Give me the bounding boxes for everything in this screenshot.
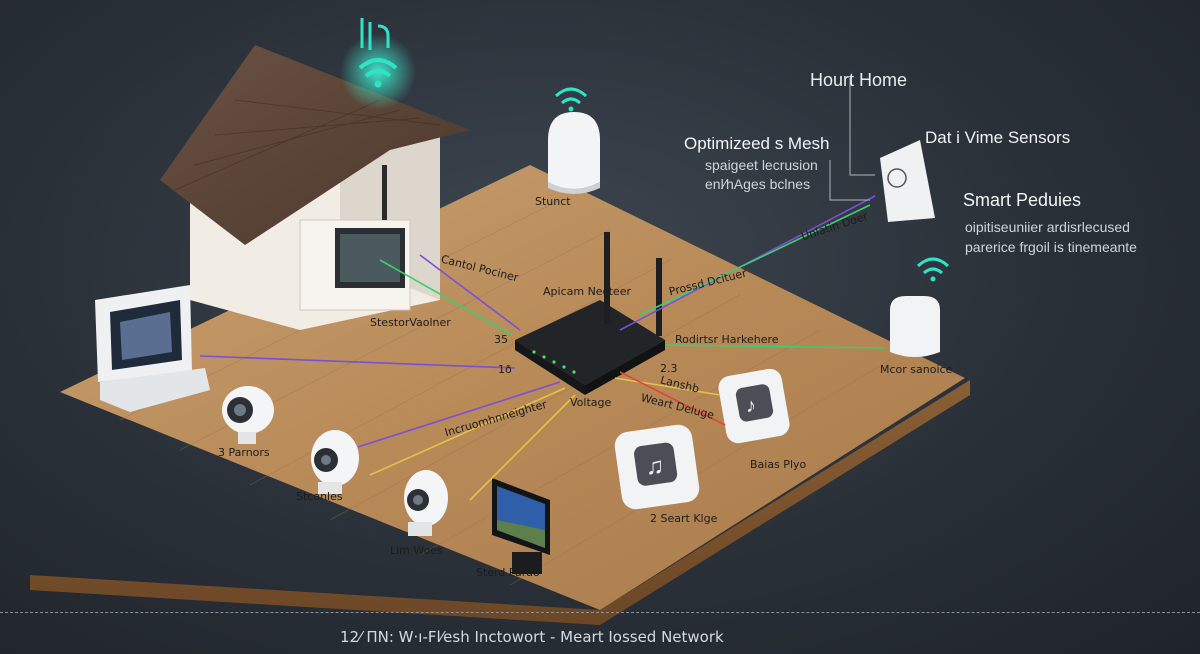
link-red [619,371,726,426]
label-redirect: Rodirtsr Harkehere [675,333,779,346]
label-num-23: 2.3 [660,362,678,375]
access-point-icon [890,296,940,357]
link-green [379,259,513,336]
label-station: StestorVaolner [370,316,451,329]
mesh-line-2: enl⁄hAges bclnes [705,176,811,192]
label-num-10: 1ð [498,363,512,376]
label-cam-2: Stcanles [296,490,343,503]
label-voltage: Voltage [570,396,612,409]
wifi-icon [340,18,416,110]
smart-line-1: oipitiseuniier ardisrlecused [965,219,1130,235]
svg-text:♪: ♪ [746,395,756,417]
wifi-icon [916,257,950,282]
mesh-title: Optimizeed s Mesh [684,134,830,153]
mesh-line-1: spaigeet lecrusion [705,157,818,173]
callout-lines [829,78,875,201]
label-cam-1: 3 Parnors [218,446,270,459]
router-icon [515,232,665,395]
label-num-35: 35 [494,333,508,346]
smart-line-2: parerice frgoil is tinemeante [965,239,1137,255]
connection-lines [199,195,886,501]
camera-icon [404,470,448,536]
sensors-title: Dat i Vime Sensors [925,128,1071,147]
wooden-platform [30,165,970,625]
footer-divider [0,612,1200,613]
label-cam-3: Lim Woes [390,544,443,557]
heading-home: Hourt Home [810,70,908,90]
link-green [664,344,886,349]
link-yellow [614,377,721,396]
footer-caption: 12⁄ ΠN: W·ı-Fl⁄esh Inctowort - Meart Ios… [340,628,724,646]
svg-text:♫: ♫ [646,453,664,480]
label-speaker-1: 2 Seart Klge [650,512,718,525]
link-yellow [369,387,566,476]
link-yellow [469,394,576,501]
link-purple [357,381,561,448]
label-meter: Mcor sanoice [880,363,953,376]
sensor-icon [880,140,935,222]
label-top-ap: Stunct [535,195,571,208]
access-point-icon [548,112,600,194]
camera-icon [222,386,274,444]
label-speaker-2: Baias Plyo [750,458,807,471]
wifi-icon [554,87,588,112]
link-green [639,204,871,316]
label-monitor: Sterd Parao [476,566,540,579]
camera-icon [311,430,359,494]
speaker-icon: ♫ [614,424,700,510]
link-purple [419,254,521,331]
speaker-icon: ♪ [718,368,790,444]
house-icon [160,45,470,330]
monitor-icon [95,285,210,412]
smart-title: Smart Peduies [963,190,1082,210]
monitor-icon [492,478,550,574]
link-purple [199,355,516,369]
label-router: Apicam Necteer [543,285,631,298]
